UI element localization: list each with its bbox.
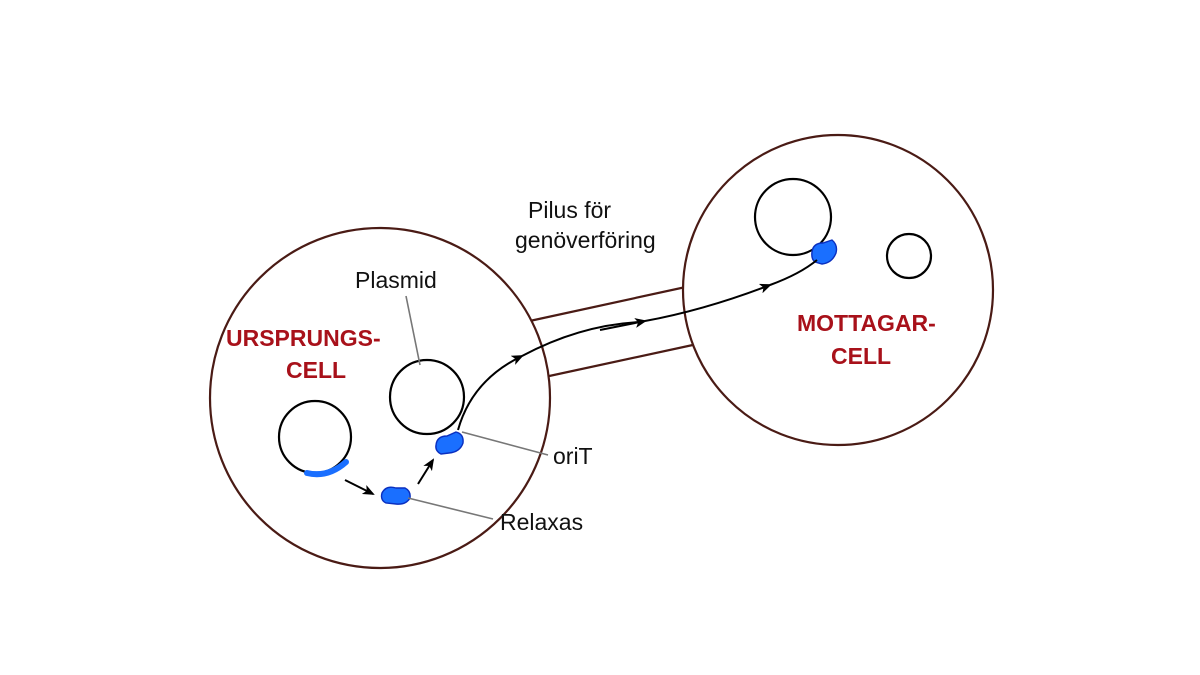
plasmid-circle — [388, 358, 466, 436]
dna-transfer-arrow-1 — [457, 355, 524, 431]
relaxase-in-recipient — [811, 239, 838, 265]
relaxas-leader — [407, 497, 494, 520]
origin-cell-label-line1: URSPRUNGS- — [226, 325, 381, 351]
dna-transfer-end — [769, 259, 818, 286]
relaxase-free — [380, 486, 411, 505]
transferred-plasmid-circle — [753, 177, 833, 257]
dna-transfer-strand — [521, 321, 641, 357]
recipient-cell-label-line1: MOTTAGAR- — [797, 310, 936, 336]
relaxase-strand — [304, 459, 349, 478]
pilus-label-line1: Pilus för — [528, 197, 611, 223]
pilus-label-line2: genöverföring — [515, 227, 656, 253]
relaxas-label: Relaxas — [500, 509, 583, 535]
dna-transfer-arrow-3 — [644, 283, 772, 322]
relaxase-migration-arrow-2 — [417, 458, 435, 485]
relaxase-at-orit — [435, 431, 464, 455]
origin-cell-label-line2: CELL — [286, 357, 346, 383]
recipient-cell-label-line2: CELL — [831, 343, 891, 369]
dna-transfer-arrow-2 — [599, 318, 647, 331]
chromosome-circle — [277, 399, 353, 475]
recipient-cell — [681, 133, 995, 447]
donor-cell — [208, 226, 552, 570]
orit-leader — [461, 431, 549, 456]
relaxase-migration-arrow-1 — [344, 479, 375, 495]
pilus-tube — [524, 283, 703, 380]
small-plasmid-circle — [885, 232, 933, 280]
orit-label: oriT — [553, 443, 593, 469]
plasmid-label: Plasmid — [355, 267, 437, 293]
plasmid-leader — [405, 295, 421, 366]
